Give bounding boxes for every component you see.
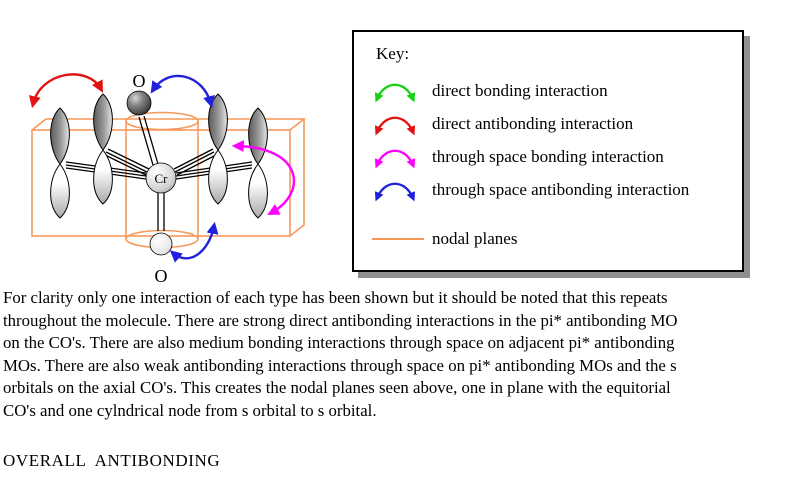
green-curved-arrow-icon — [370, 77, 432, 104]
molecule-diagram: Cr O O — [29, 71, 307, 286]
key-item-label: direct bonding interaction — [432, 80, 608, 100]
key-item-direct-antibonding: direct antibonding interaction — [370, 107, 734, 140]
cr-atom-sphere — [145, 162, 177, 194]
cr-label: Cr — [155, 171, 169, 186]
key-item-label: through space antibonding interaction — [432, 179, 690, 199]
through-space-antibonding-arrow-top — [150, 74, 215, 109]
key-item-label: direct antibonding interaction — [432, 113, 634, 133]
orbital-lobe — [248, 163, 268, 219]
interaction-arrows — [29, 73, 296, 263]
key-item-through-space-antibonding: through space antibonding interaction — [370, 173, 734, 206]
red-curved-arrow-icon — [370, 110, 432, 137]
key-panel: Key: direct bonding interaction direc — [352, 30, 744, 272]
description-text: For clarity only one interaction of each… — [3, 288, 678, 420]
key-item-label: nodal planes — [432, 228, 518, 248]
key-item-through-space-bonding: through space bonding interaction — [370, 140, 734, 173]
axial-co-bottom-sphere — [149, 232, 173, 256]
orange-line-icon — [370, 234, 432, 244]
orbital-lobe — [208, 149, 228, 205]
orbital-lobe — [93, 149, 113, 205]
overall-antibonding-label: OVERALL ANTIBONDING — [3, 451, 221, 470]
key-item-direct-bonding: direct bonding interaction — [370, 74, 734, 107]
blue-curved-arrow-icon — [370, 176, 432, 203]
key-title: Key: — [376, 44, 410, 63]
top-oxygen-label: O — [133, 71, 146, 91]
orbital-lobe — [50, 163, 70, 219]
magenta-curved-arrow-icon — [370, 143, 432, 170]
through-space-bonding-arrow — [231, 140, 296, 216]
axial-co-top-sphere — [126, 90, 152, 116]
through-space-antibonding-arrow-bottom — [169, 221, 219, 263]
orbital-lobe — [248, 107, 268, 165]
direct-antibonding-arrow — [29, 73, 104, 109]
key-item-label: through space bonding interaction — [432, 146, 664, 166]
bottom-oxygen-label: O — [155, 266, 168, 286]
orbital-lobe — [50, 107, 70, 165]
orbital-lobe — [93, 93, 113, 151]
key-item-nodal-planes: nodal planes — [370, 222, 734, 255]
